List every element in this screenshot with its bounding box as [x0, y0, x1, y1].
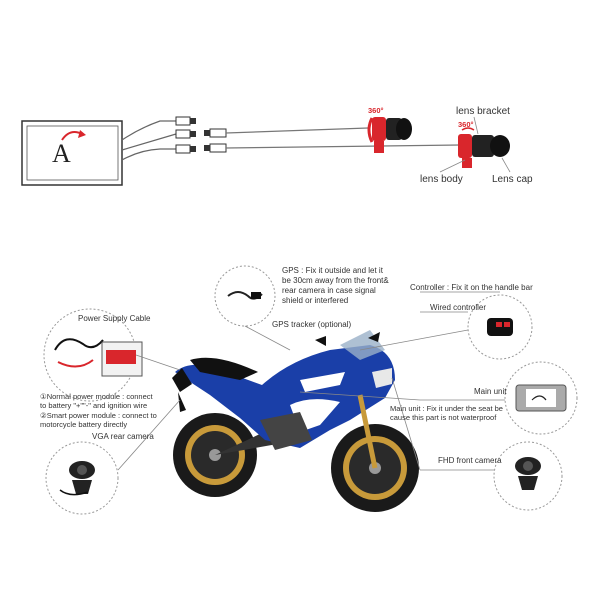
rotation-label-1: 360° — [368, 106, 384, 115]
lens-cap-label: Lens cap — [492, 174, 533, 185]
main-unit-label: Main unit — [474, 387, 507, 396]
camera-2 — [458, 127, 510, 168]
controller-callout: Controller : Fix it on the handle bar — [410, 283, 533, 292]
gps-module-circle — [214, 265, 276, 327]
wired-controller-label: Wired controller — [430, 303, 487, 312]
main-unit-icon — [515, 384, 567, 412]
power-note-2: ②Smart power module : connect to motorcy… — [40, 411, 157, 430]
lens-bracket-label: lens bracket — [456, 106, 510, 117]
battery-icon — [101, 341, 143, 377]
screen-letter: A — [52, 139, 71, 168]
main-unit-callout: Main unit : Fix it under the seat be cau… — [390, 404, 503, 423]
gps-tracker-label: GPS tracker (optional) — [272, 320, 352, 329]
connectors-left — [175, 116, 196, 154]
rear-camera-icon — [59, 461, 95, 496]
lens-body-label: lens body — [420, 174, 463, 185]
connectors-right — [204, 128, 227, 153]
fhd-camera-label: FHD front camera — [438, 456, 502, 465]
camera-1 — [367, 117, 412, 153]
front-camera-icon — [515, 457, 541, 490]
power-note-1: ①Normal power module : connect to batter… — [40, 392, 153, 411]
vga-camera-label: VGA rear camera — [92, 432, 154, 441]
motorcycle — [172, 330, 419, 512]
main-unit-box — [21, 120, 123, 186]
cable-lines — [121, 120, 177, 161]
power-supply-label: Power Supply Cable — [78, 314, 151, 323]
gps-callout: GPS : Fix it outside and let it be 30cm … — [282, 266, 389, 305]
rotation-label-2: 360° — [458, 120, 474, 129]
